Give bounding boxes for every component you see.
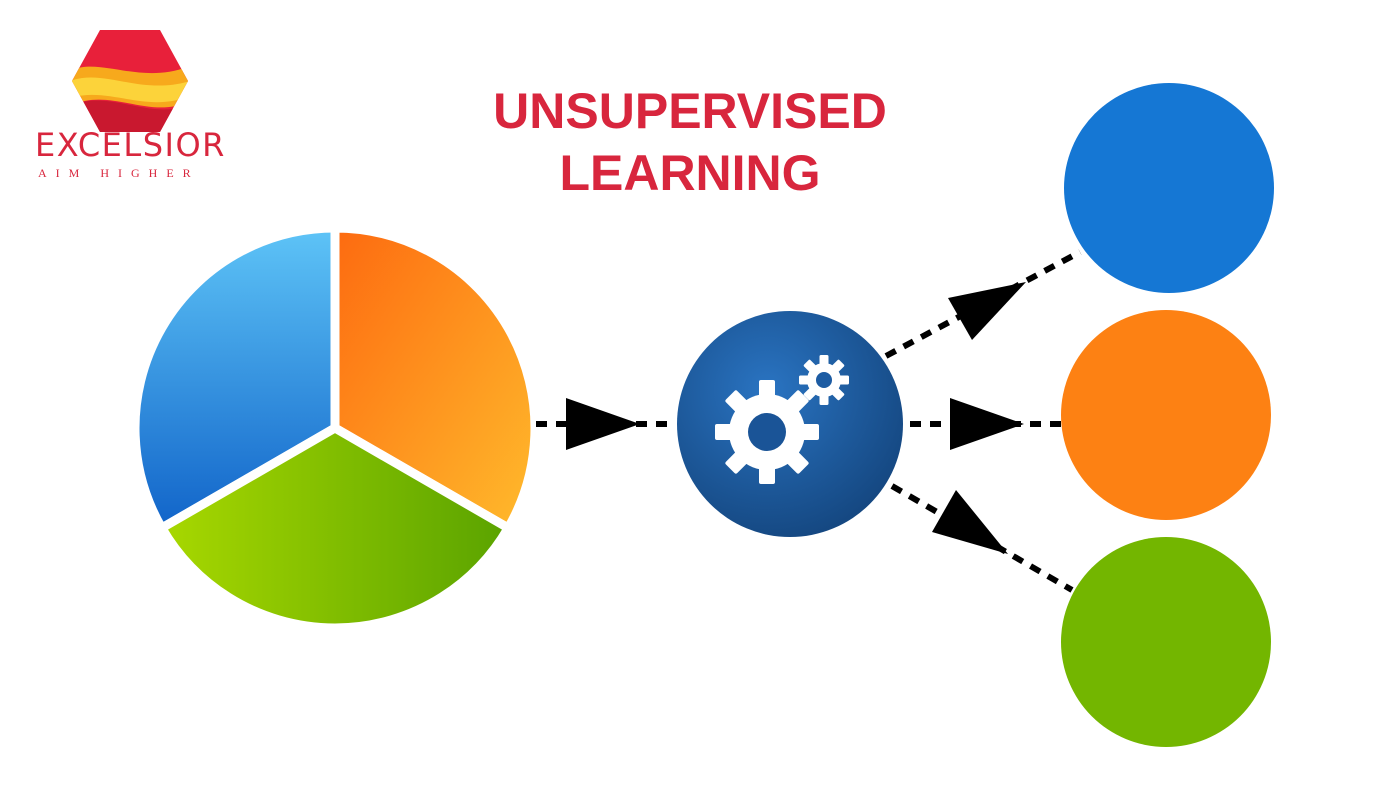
pie-slice-green: [157, 423, 513, 633]
logo-hexagon-icon: [72, 30, 188, 132]
cluster-green: [1061, 537, 1271, 747]
gears-icon: [715, 355, 849, 484]
cluster-blue: [1064, 83, 1274, 293]
arrow-to-cluster-orange: [910, 398, 1062, 450]
algorithm-node: [677, 311, 903, 537]
input-data-pie: [130, 223, 540, 633]
arrow-to-cluster-blue: [884, 249, 1082, 359]
logo-tagline: AIM HIGHER: [38, 166, 200, 180]
cluster-orange: [1061, 310, 1271, 520]
title-line-2: LEARNING: [559, 145, 821, 201]
logo-name: EXCELSIOR: [35, 126, 226, 164]
title-line-1: UNSUPERVISED: [493, 83, 887, 139]
arrow-input: [536, 398, 676, 450]
arrow-to-cluster-green: [890, 483, 1074, 593]
excelsior-logo: EXCELSIOR AIM HIGHER: [30, 20, 230, 190]
page-title: UNSUPERVISED LEARNING: [420, 80, 960, 204]
